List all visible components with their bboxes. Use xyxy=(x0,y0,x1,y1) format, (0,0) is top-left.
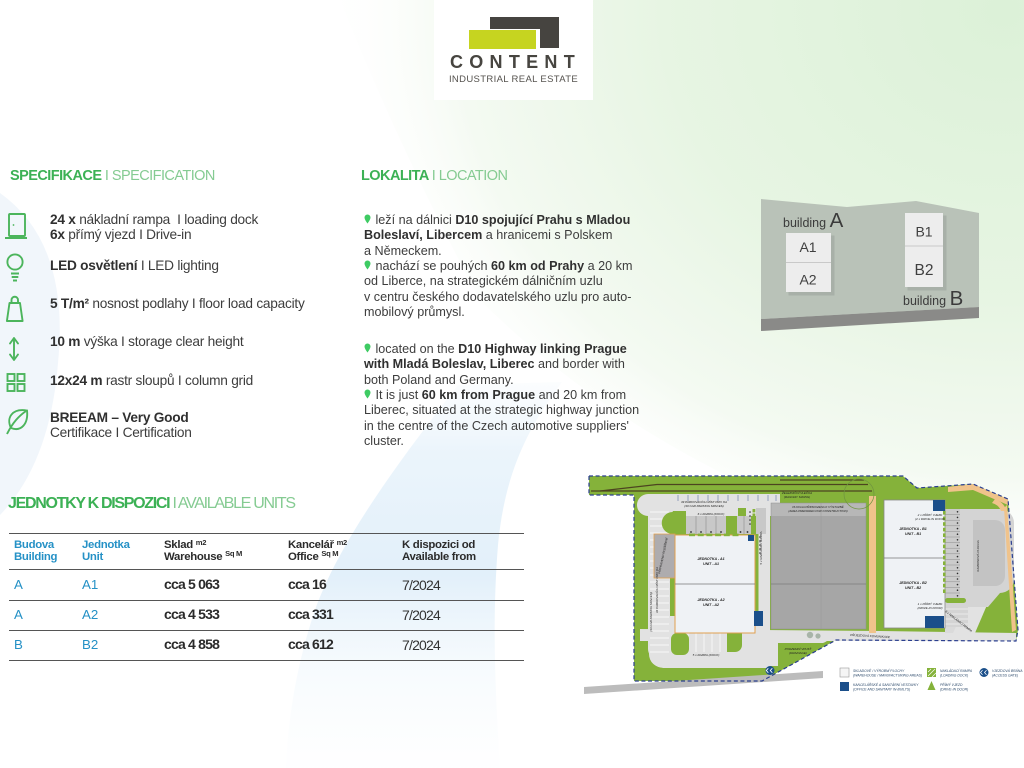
svg-text:ŽELEZNIČNÍ VLEČKA: ŽELEZNIČNÍ VLEČKA xyxy=(781,490,812,495)
svg-text:(LOADING DOCK): (LOADING DOCK) xyxy=(940,674,968,678)
svg-text:(OFFICE AND SANITARY IN-BUILTS: (OFFICE AND SANITARY IN-BUILTS) xyxy=(853,688,910,692)
svg-text:(DRIVE-IN DOOR): (DRIVE-IN DOOR) xyxy=(918,606,943,610)
svg-text:UNIT - B2: UNIT - B2 xyxy=(905,586,921,590)
svg-text:VJEZDOVÁ BRÁNA: VJEZDOVÁ BRÁNA xyxy=(992,669,1023,673)
svg-text:(WAREHOUSE / MANUFACTURING ARE: (WAREHOUSE / MANUFACTURING AREAS) xyxy=(853,674,922,678)
svg-text:SKLADOVÉ / VÝROBNÍ PLOCHY: SKLADOVÉ / VÝROBNÍ PLOCHY xyxy=(853,668,905,673)
svg-text:KAMIONOVÁ PLOCHA: KAMIONOVÁ PLOCHA xyxy=(976,540,980,571)
svg-text:2 x PŘÍMÝ VJEZD: 2 x PŘÍMÝ VJEZD xyxy=(917,512,944,517)
svg-text:B1: B1 xyxy=(915,224,932,240)
svg-text:5 x NAKLÁDACÍ RAMPA: 5 x NAKLÁDACÍ RAMPA xyxy=(759,531,763,564)
svg-text:(34 CAR PARKING SPACES): (34 CAR PARKING SPACES) xyxy=(649,592,653,631)
svg-text:A1: A1 xyxy=(799,239,816,255)
svg-text:34 PARKOVACÍCH MÍST PRO OA: 34 PARKOVACÍCH MÍST PRO OA xyxy=(655,567,659,613)
svg-text:5 x RAMPA (DOCK): 5 x RAMPA (DOCK) xyxy=(693,653,720,657)
svg-text:39 PARKOVACÍCH MÍST PRO OA: 39 PARKOVACÍCH MÍST PRO OA xyxy=(681,500,727,504)
svg-text:JEDNOTKA - A1: JEDNOTKA - A1 xyxy=(697,557,724,561)
svg-text:PODZEMNÍ VPUSŤ: PODZEMNÍ VPUSŤ xyxy=(785,646,813,651)
svg-text:JEDNOTKA - B2: JEDNOTKA - B2 xyxy=(899,581,926,585)
svg-text:1 x PŘÍMÝ VJEZD: 1 x PŘÍMÝ VJEZD xyxy=(918,601,944,606)
svg-text:NAKLÁDACÍ RAMPA: NAKLÁDACÍ RAMPA xyxy=(940,669,973,673)
svg-text:B2: B2 xyxy=(915,262,934,279)
svg-text:A2: A2 xyxy=(799,272,816,288)
svg-text:UNIT - B1: UNIT - B1 xyxy=(905,532,921,536)
svg-text:(39 CAR PARKING SPACES): (39 CAR PARKING SPACES) xyxy=(684,504,723,508)
svg-text:(DRIVE-IN DOOR): (DRIVE-IN DOOR) xyxy=(940,688,968,692)
svg-text:(AREA PREPARED FOR CONSTRUCTIO: (AREA PREPARED FOR CONSTRUCTION) xyxy=(788,509,847,513)
svg-text:JEDNOTKA - A2: JEDNOTKA - A2 xyxy=(697,598,724,602)
svg-text:(RAILWAY SIDING): (RAILWAY SIDING) xyxy=(784,495,810,499)
svg-text:(ACCESS GATE): (ACCESS GATE) xyxy=(992,674,1018,678)
svg-text:KANCELÁŘSKÉ A SANITÁRNÍ VESTAV: KANCELÁŘSKÉ A SANITÁRNÍ VESTAVKY xyxy=(853,682,919,687)
svg-text:(DRAINAGE): (DRAINAGE) xyxy=(789,651,807,655)
svg-text:UNIT - A1: UNIT - A1 xyxy=(703,562,719,566)
svg-text:UNIT - A2: UNIT - A2 xyxy=(703,603,719,607)
svg-text:PLOCHA PŘIPRAVENA K VÝSTAVBĚ: PLOCHA PŘIPRAVENA K VÝSTAVBĚ xyxy=(792,504,844,509)
svg-text:JEDNOTKA - B1: JEDNOTKA - B1 xyxy=(899,527,926,531)
svg-text:(2 x DRIVE-IN DOOR): (2 x DRIVE-IN DOOR) xyxy=(915,517,945,521)
svg-text:PŘÍMÝ VJEZD: PŘÍMÝ VJEZD xyxy=(940,682,963,687)
svg-text:PŘÍJEZDOVÁ KOMUNIKACE: PŘÍJEZDOVÁ KOMUNIKACE xyxy=(850,632,891,639)
svg-text:6 x RAMPA (DOCK): 6 x RAMPA (DOCK) xyxy=(698,512,725,516)
